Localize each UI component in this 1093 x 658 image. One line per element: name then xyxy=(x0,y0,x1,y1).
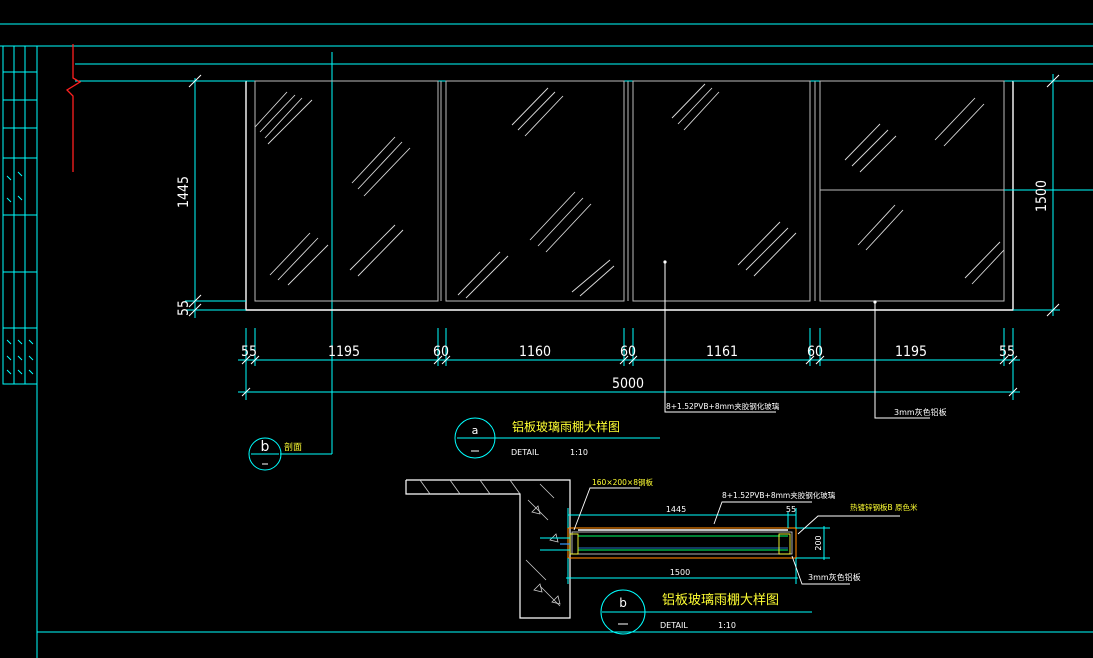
dim-height-glass: 1445 xyxy=(176,176,192,208)
section-dimension-lines xyxy=(566,508,830,584)
dim-bottom-9: 55 xyxy=(999,344,1015,360)
leader-dot-glass xyxy=(663,260,667,264)
canopy-section xyxy=(540,527,797,559)
glass-panes xyxy=(254,80,1005,302)
canopy-outline xyxy=(245,81,1014,311)
dim-bottom-8: 1195 xyxy=(895,344,927,360)
dim-bottom-2: 1195 xyxy=(328,344,360,360)
title-block xyxy=(2,45,38,385)
detail-b-scale: 1:10 xyxy=(718,621,736,630)
dim-bottom-4: 1160 xyxy=(519,344,551,360)
title-block-marks xyxy=(6,171,34,375)
detail-a-letter: a xyxy=(472,424,479,437)
glass-hatching xyxy=(254,83,1005,299)
detail-a-title: a 铝板玻璃雨棚大样图 DETAIL 1:10 xyxy=(454,417,660,459)
wall-band xyxy=(75,63,1093,82)
wall-section-hatching xyxy=(419,479,561,607)
wall-section xyxy=(405,479,571,619)
section-note-glass: 8+1.52PVB+8mm夹胶钢化玻璃 xyxy=(722,490,836,500)
section-dim-1445: 1445 xyxy=(666,505,686,514)
callout-b-small-letter: b xyxy=(261,439,270,455)
break-line xyxy=(65,44,82,172)
leader-dot-frame xyxy=(873,300,877,304)
note-glass: 8+1.52PVB+8mm夹胶钢化玻璃 xyxy=(666,401,780,411)
note-frame: 3mm灰色铝板 xyxy=(894,407,947,417)
right-dimension-lines xyxy=(1013,74,1060,317)
detail-b-detail: DETAIL xyxy=(660,621,688,630)
dim-bottom-3: 60 xyxy=(433,344,449,360)
section-note-right: 热镀锌钢板B 原色米 xyxy=(850,502,918,512)
section-dim-200: 200 xyxy=(814,535,823,550)
section-note-bottom: 3mm灰色铝板 xyxy=(808,572,861,582)
detail-a-scale: 1:10 xyxy=(570,448,588,457)
callout-b-small: b 剖面 xyxy=(248,437,332,471)
detail-b-title: b 铝板玻璃雨棚大样图 DETAIL 1:10 xyxy=(600,589,812,635)
section-leaders xyxy=(573,487,900,585)
left-dimension-lines xyxy=(185,74,246,318)
bottom-dimension-ticks xyxy=(241,355,1018,397)
section-dim-55: 55 xyxy=(786,505,796,514)
dim-bottom-5: 60 xyxy=(620,344,636,360)
dim-total: 5000 xyxy=(612,376,644,392)
dim-bottom-1: 55 xyxy=(241,344,257,360)
drawing-frame xyxy=(0,23,1093,658)
dim-bottom-6: 1161 xyxy=(706,344,738,360)
dim-height-bottom: 55 xyxy=(176,300,192,316)
detail-b-letter: b xyxy=(619,596,627,610)
mullions xyxy=(440,81,1093,301)
detail-b-heading: 铝板玻璃雨棚大样图 xyxy=(662,593,779,608)
section-note-plate: 160×200×8钢板 xyxy=(592,477,653,487)
callout-b-small-text: 剖面 xyxy=(284,441,302,453)
dim-bottom-7: 60 xyxy=(807,344,823,360)
detail-a-detail: DETAIL xyxy=(511,448,539,457)
elevation-leaders xyxy=(664,262,930,419)
section-dim-1500: 1500 xyxy=(670,568,690,577)
detail-a-heading: 铝板玻璃雨棚大样图 xyxy=(512,419,620,434)
bottom-dimension-lines xyxy=(238,328,1020,400)
dim-height-total: 1500 xyxy=(1034,180,1050,212)
